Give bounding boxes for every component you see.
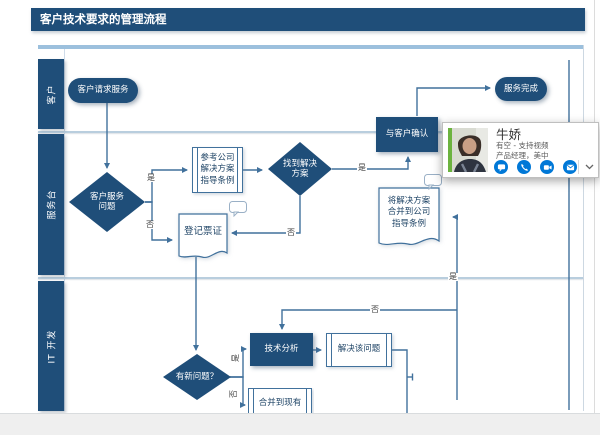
contact-card: 牛娇 有空 - 支持视频 产品经理，美中 xyxy=(442,122,599,178)
document-merge-solution-label: 将解决方案 合并到公司 指导条例 xyxy=(387,196,431,229)
comment-icon[interactable] xyxy=(229,201,248,221)
lane-divider xyxy=(38,131,583,133)
card-button-divider xyxy=(578,160,579,174)
email-button[interactable] xyxy=(563,160,577,174)
process-merge-existing[interactable]: 合并到现有 xyxy=(248,388,312,413)
process-reference-guidelines[interactable]: 参考公司 解决方案 指导条例 xyxy=(192,147,243,193)
email-icon xyxy=(566,164,574,170)
page-right-border xyxy=(583,45,584,411)
chevron-down-icon xyxy=(585,164,593,170)
avatar xyxy=(452,128,488,172)
connector-label-yes: 是 xyxy=(146,173,156,182)
connector-label-yes: 是 xyxy=(357,163,367,172)
decision-new-problem[interactable]: 有新问题？ xyxy=(163,354,231,400)
decision-found-solution[interactable]: 找到解决 方案 xyxy=(268,142,332,196)
end-node[interactable]: 服务完成 xyxy=(495,77,547,101)
lane-header-customer[interactable]: 客户 xyxy=(38,59,64,129)
document-merge-solution[interactable] xyxy=(378,187,440,257)
im-icon xyxy=(497,163,505,172)
document-register-ticket-label: 登记票证 xyxy=(183,226,222,237)
process-technical-analysis[interactable]: 技术分析 xyxy=(250,333,313,366)
video-icon xyxy=(543,164,552,170)
expand-card-button[interactable] xyxy=(583,160,595,174)
call-icon xyxy=(520,163,528,171)
lane-header-itdev[interactable]: IT 开发 xyxy=(38,281,64,411)
contact-title: 产品经理，美中 xyxy=(496,151,549,160)
video-button[interactable] xyxy=(540,160,554,174)
im-button[interactable] xyxy=(494,160,508,174)
connector-label-yes: 是 xyxy=(448,272,458,281)
canvas-margin-bottom xyxy=(0,413,600,435)
lane-header-separator xyxy=(64,49,65,411)
connector-label-yes: 是 xyxy=(231,353,240,363)
contact-status: 有空 - 支持视频 xyxy=(496,141,549,150)
comment-icon[interactable] xyxy=(424,174,443,194)
presence-indicator xyxy=(448,128,452,172)
process-confirm-with-customer[interactable]: 与客户确认 xyxy=(376,117,438,152)
lane-header-servicedesk[interactable]: 服务台 xyxy=(38,134,64,275)
diagram-title-bar[interactable]: 客户技术要求的管理流程 xyxy=(31,8,585,31)
connector-label-no: 否 xyxy=(145,220,155,229)
connector-label-no: 否 xyxy=(286,228,296,237)
lane-divider xyxy=(38,277,583,279)
contact-photo[interactable] xyxy=(448,128,488,172)
process-solve-problem[interactable]: 解决该问题 xyxy=(326,333,392,367)
connector-label-no: 否 xyxy=(370,305,380,314)
decision-service-issue[interactable]: 客户服务 问题 xyxy=(69,172,145,232)
swimlane-top-band xyxy=(38,45,583,49)
contact-name: 牛娇 xyxy=(496,127,522,142)
connector-label-no: 否 xyxy=(229,389,238,399)
document-register-ticket[interactable] xyxy=(178,213,228,267)
start-node[interactable]: 客户请求服务 xyxy=(68,78,138,103)
scrollbar-edge xyxy=(594,0,595,435)
process-merge-existing-clip: 合并到现有 xyxy=(248,388,314,413)
call-button[interactable] xyxy=(517,160,531,174)
